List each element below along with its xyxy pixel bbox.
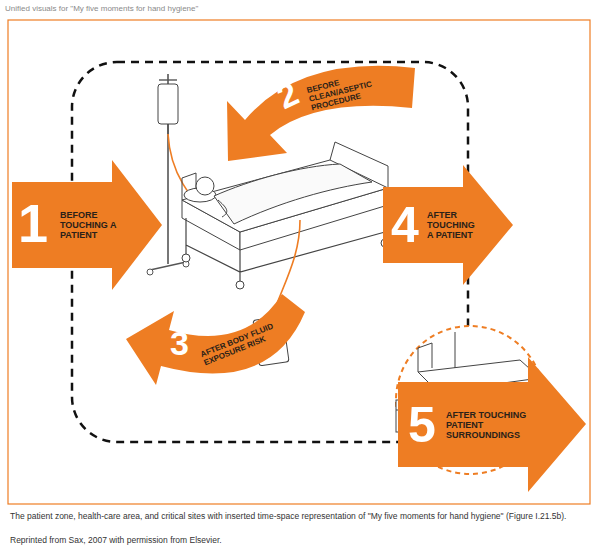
- moment-number: 5: [408, 400, 436, 450]
- iv-base: [150, 262, 186, 270]
- wheel: [182, 254, 190, 262]
- patient-arm: [218, 200, 227, 217]
- figure-title: Unified visuals for "My five moments for…: [5, 4, 198, 13]
- wheel: [236, 281, 244, 289]
- moment-number: 3: [170, 326, 189, 360]
- arrow-fill: [383, 165, 513, 285]
- bed-frame: [186, 205, 385, 282]
- arrow-fill: [398, 357, 586, 492]
- arrow-shape: [190, 60, 420, 170]
- moment-number: 1: [18, 196, 48, 250]
- patient-head: [196, 177, 214, 195]
- arrow-fill: [12, 160, 162, 290]
- arrow-fill: [227, 66, 415, 161]
- moment-number: 4: [391, 200, 419, 250]
- moment-arrow: 1 BEFORE TOUCHING A PATIENT: [12, 160, 162, 290]
- mini-pole: [455, 332, 456, 368]
- moment-label: AFTER TOUCHING A PATIENT: [427, 210, 479, 240]
- credit-note: Reprinted from Sax, 2007 with permission…: [10, 535, 222, 546]
- iv-tube: [168, 134, 215, 212]
- figure-caption: The patient zone, health-care area, and …: [10, 511, 580, 522]
- moment-arrow: 2BEFORE CLEAN/ASEPTIC PROCEDURE: [190, 60, 420, 170]
- mini-headboard: [418, 343, 432, 372]
- moment-arrow: 4 AFTER TOUCHING A PATIENT: [383, 165, 513, 285]
- arrow-shape: [110, 290, 310, 390]
- moment-arrow: 5 AFTER TOUCHING PATIENT SURROUNDINGS: [398, 357, 588, 492]
- figure-frame: [8, 20, 590, 504]
- moment-label: AFTER TOUCHING PATIENT SURROUNDINGS: [446, 410, 551, 440]
- iv-hook: [159, 79, 177, 80]
- mattress: [182, 160, 388, 232]
- arrow-fill: [126, 294, 305, 385]
- iv-drip: [168, 124, 169, 134]
- moment-label: BEFORE TOUCHING A PATIENT: [60, 210, 118, 240]
- blanket: [214, 164, 372, 224]
- moment-arrow: 3AFTER BODY FLUID EXPOSURE RISK: [110, 290, 310, 390]
- iv-bag: [158, 84, 178, 124]
- wheel: [147, 269, 153, 275]
